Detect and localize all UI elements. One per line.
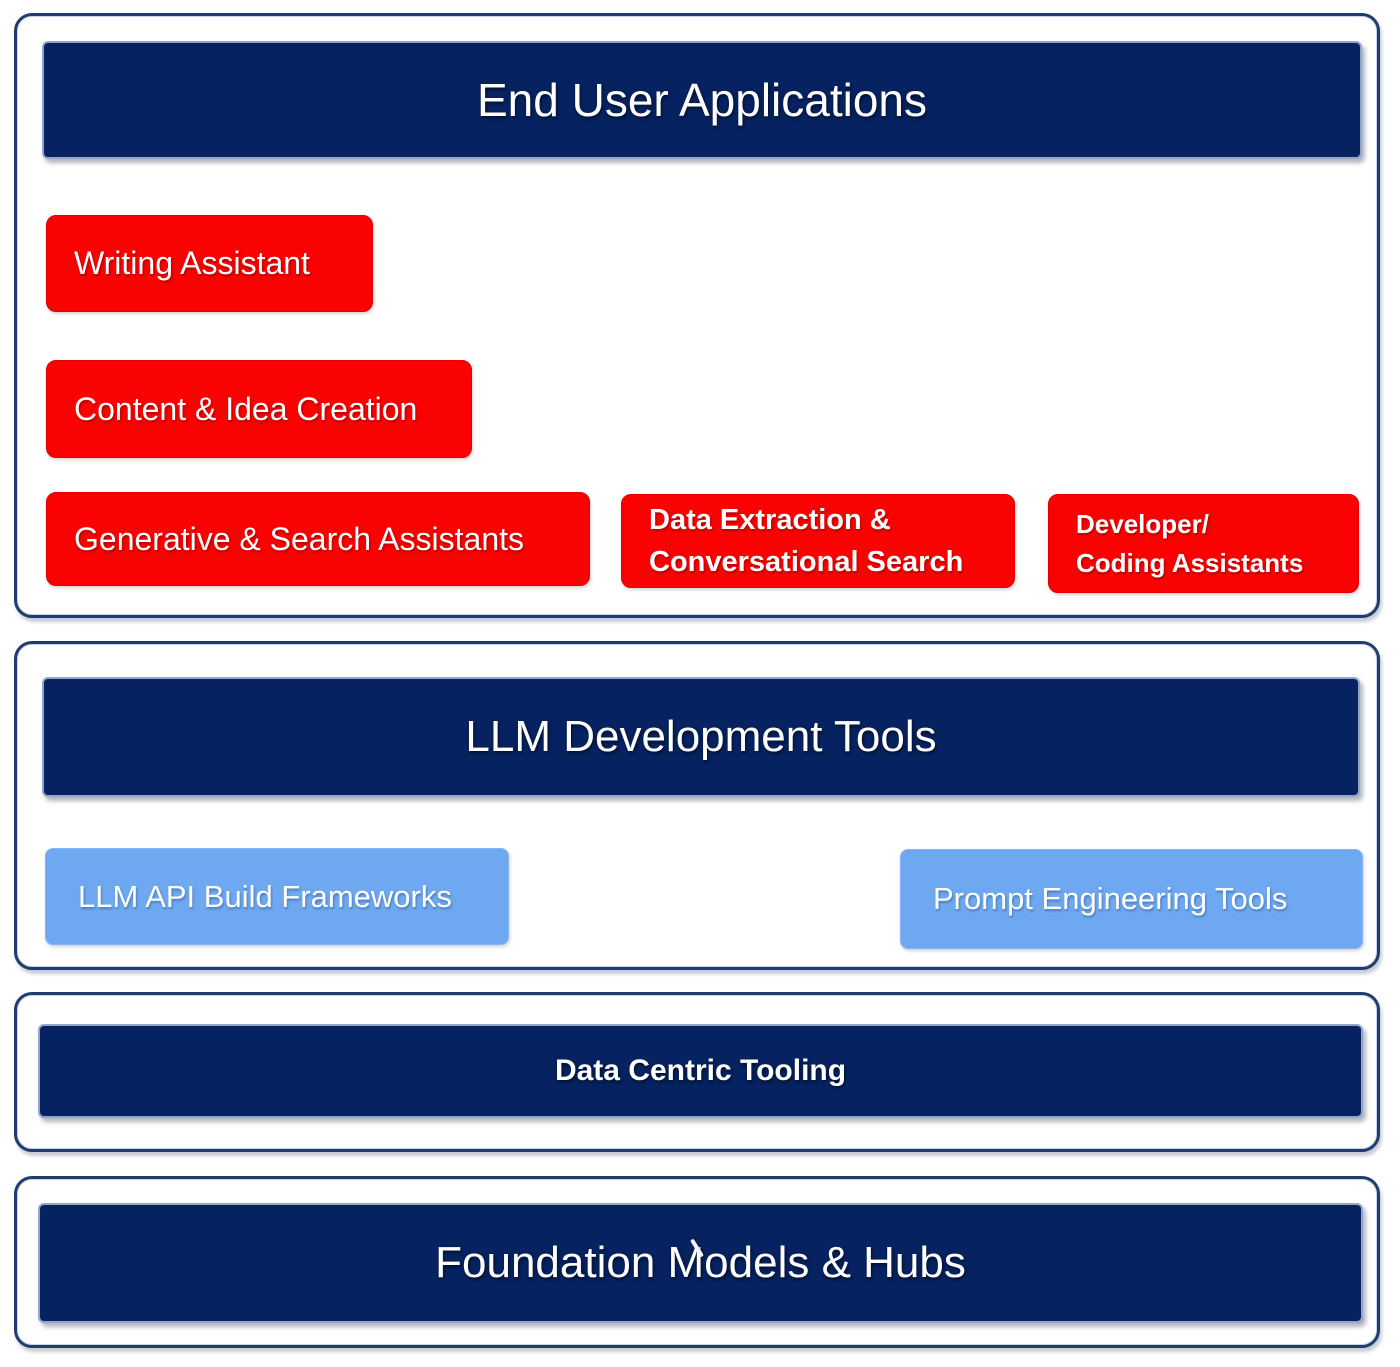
llm-development-tools-header: LLM Development Tools: [42, 677, 1360, 797]
llm-api-build-frameworks-label: LLM API Build Frameworks: [78, 878, 452, 914]
llm-api-build-frameworks-box: LLM API Build Frameworks: [45, 848, 509, 945]
developer-coding-assistants-box: Developer/ Coding Assistants: [1048, 494, 1359, 593]
data-centric-tooling-bar: Data Centric Tooling: [38, 1024, 1363, 1118]
llm-development-tools-title: LLM Development Tools: [465, 712, 937, 761]
content-idea-creation-box: Content & Idea Creation: [46, 360, 472, 458]
data-centric-tooling-title: Data Centric Tooling: [554, 1054, 847, 1087]
data-extraction-label: Data Extraction & Conversational Search: [649, 499, 963, 583]
writing-assistant-label: Writing Assistant: [74, 245, 310, 281]
foundation-models-hubs-bar: Foundation Models & Hubs: [38, 1203, 1363, 1323]
prompt-engineering-tools-label: Prompt Engineering Tools: [933, 881, 1288, 916]
developer-line2: Coding Assistants: [1076, 547, 1304, 578]
data-extraction-conversational-search-box: Data Extraction & Conversational Search: [621, 494, 1015, 588]
content-idea-creation-label: Content & Idea Creation: [74, 390, 418, 427]
data-extraction-line2: Conversational Search: [649, 546, 964, 578]
foundation-models-hubs-title: Foundation Models & Hubs: [435, 1238, 966, 1287]
foundation-models-hubs-layer: Foundation Models & Hubs: [14, 1176, 1380, 1348]
llm-development-tools-layer: LLM Development Tools LLM API Build Fram…: [14, 641, 1380, 970]
end-user-applications-layer: End User Applications Writing Assistant …: [14, 13, 1380, 618]
end-user-applications-title: End User Applications: [476, 74, 928, 126]
end-user-applications-header: End User Applications: [42, 41, 1362, 159]
data-centric-tooling-layer: Data Centric Tooling: [14, 992, 1380, 1152]
developer-line1: Developer/: [1076, 508, 1209, 539]
writing-assistant-box: Writing Assistant: [46, 215, 373, 312]
developer-coding-assistants-label: Developer/ Coding Assistants: [1076, 505, 1303, 583]
data-extraction-line1: Data Extraction &: [649, 503, 891, 536]
generative-search-assistants-label: Generative & Search Assistants: [74, 520, 524, 557]
prompt-engineering-tools-box: Prompt Engineering Tools: [900, 849, 1363, 949]
generative-search-assistants-box: Generative & Search Assistants: [46, 492, 590, 586]
